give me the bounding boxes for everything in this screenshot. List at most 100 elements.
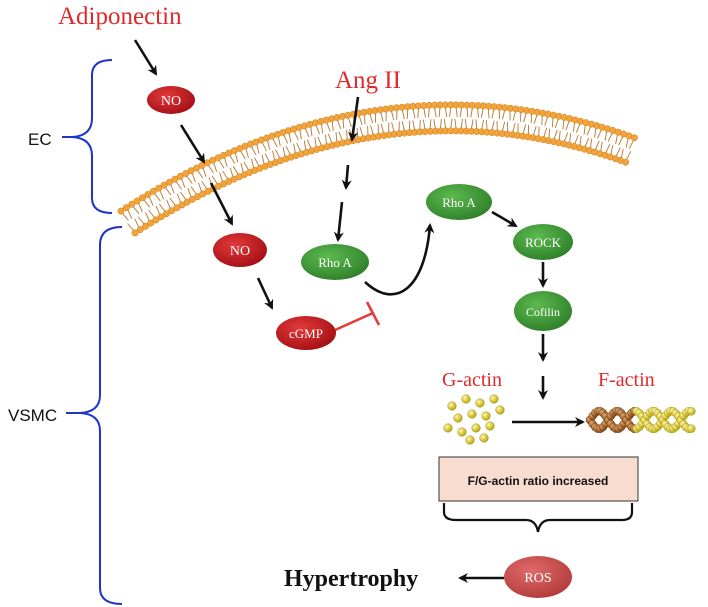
g-actin-bead	[453, 413, 463, 423]
g-actin-bead	[479, 433, 489, 443]
arrow-ang2-to-membrane	[348, 96, 360, 142]
lipid-head	[136, 226, 144, 234]
lipid-tail	[250, 158, 255, 168]
lipid-tail	[232, 166, 239, 175]
lipid-tail	[564, 132, 569, 142]
lipid-tail	[548, 128, 551, 138]
lipid-head	[166, 178, 173, 186]
lipid-tail	[583, 125, 586, 135]
lipid-tail	[134, 218, 140, 228]
lipid-tail	[202, 167, 207, 177]
lipid-tail	[502, 121, 506, 131]
lipid-tail	[170, 184, 175, 194]
lipid-tail	[190, 186, 197, 195]
lipid-tail	[296, 142, 301, 152]
inhibition-arrow	[334, 301, 381, 332]
lipid-tail	[486, 120, 488, 130]
lipid-tail	[149, 196, 154, 206]
lipid-tail	[551, 118, 554, 128]
g-actin-bead	[465, 435, 475, 445]
lipid-tail	[222, 170, 228, 180]
lipid-tail	[342, 119, 345, 129]
lipid-tail	[412, 120, 416, 130]
lipid-tail	[419, 119, 421, 129]
lipid-tail	[275, 149, 281, 159]
lipid-tail	[138, 203, 143, 212]
lipid-tail	[256, 144, 260, 154]
lipid-tail	[558, 130, 561, 140]
lipid-tail	[335, 132, 338, 142]
lipid-tail	[181, 178, 186, 188]
g-actin-bead	[475, 398, 485, 408]
arrow-adiponectin-to-no	[133, 39, 158, 76]
lipid-tail	[213, 162, 218, 172]
lipid-tail	[169, 197, 176, 206]
lipid-tail	[272, 138, 278, 148]
lipid-tail	[282, 147, 286, 157]
lipid-tail	[348, 118, 352, 127]
lipid-tail	[127, 223, 134, 231]
lipid-head	[144, 191, 152, 198]
lipid-tail	[132, 206, 140, 215]
lipid-tail	[522, 124, 527, 134]
lipid-tail	[187, 188, 192, 197]
lipid-tail	[477, 108, 479, 118]
node-rock: ROCK	[513, 224, 573, 260]
lipid-tail	[401, 121, 405, 131]
lipid-head	[157, 213, 165, 221]
lipid-head	[178, 201, 186, 209]
arrow-no-to-membrane	[179, 124, 206, 164]
lipid-tail	[314, 137, 317, 147]
lipid-tail	[554, 119, 559, 128]
lipid-tail	[245, 148, 249, 158]
g-actin-bead	[471, 423, 481, 433]
lipid-tail	[358, 116, 363, 125]
lipid-tail	[261, 142, 267, 152]
lipid-tail	[326, 122, 331, 132]
lipid-tail	[471, 119, 474, 129]
node-rhoa-active: Rho A	[426, 184, 492, 220]
lipid-tail	[229, 167, 234, 177]
lipid-tail	[523, 113, 527, 123]
lipid-tail	[417, 108, 419, 118]
lipid-tail	[466, 108, 469, 118]
lipid-tail	[455, 107, 458, 117]
lipid-tail	[346, 129, 348, 139]
lipid-tail	[422, 119, 426, 129]
g-actin-bead	[443, 423, 453, 433]
lipid-tail	[543, 127, 548, 137]
lipid-tail	[197, 170, 204, 179]
lipid-tail	[137, 216, 145, 225]
node-no-vsmc: NO	[213, 233, 267, 267]
lipid-tail	[324, 134, 327, 144]
lipid-tail	[229, 155, 236, 164]
lipid-head	[147, 219, 155, 227]
lipid-tail	[607, 133, 613, 142]
lipid-head	[622, 158, 630, 166]
lipid-head	[155, 184, 163, 192]
lipid-tail	[317, 136, 322, 146]
lipid-tail	[610, 145, 614, 155]
lipid-tail	[579, 135, 582, 145]
lipid-head	[149, 187, 157, 195]
lipid-tail	[491, 120, 495, 130]
lipid-tail	[198, 182, 202, 192]
lipid-tail	[600, 141, 603, 151]
lipid-tail	[283, 135, 289, 144]
g-actin-bead	[447, 401, 457, 411]
node-rhoa-inactive: Rho A	[301, 244, 369, 280]
node-ros: ROS	[504, 556, 572, 598]
lipid-tail	[369, 114, 374, 124]
lipid-tail	[310, 127, 313, 137]
lipid-tail	[594, 128, 597, 138]
adiponectin-label: Adiponectin	[58, 3, 182, 30]
lipid-tail	[208, 165, 214, 174]
lipid-tail	[272, 150, 275, 160]
lipid-tail	[512, 111, 516, 121]
lipid-tail	[370, 125, 374, 135]
lipid-tail	[127, 209, 133, 219]
lipid-tail	[615, 134, 618, 145]
node-no-ec: NO	[147, 86, 195, 114]
ec-label: EC	[28, 130, 52, 149]
lipid-tail	[306, 139, 312, 149]
